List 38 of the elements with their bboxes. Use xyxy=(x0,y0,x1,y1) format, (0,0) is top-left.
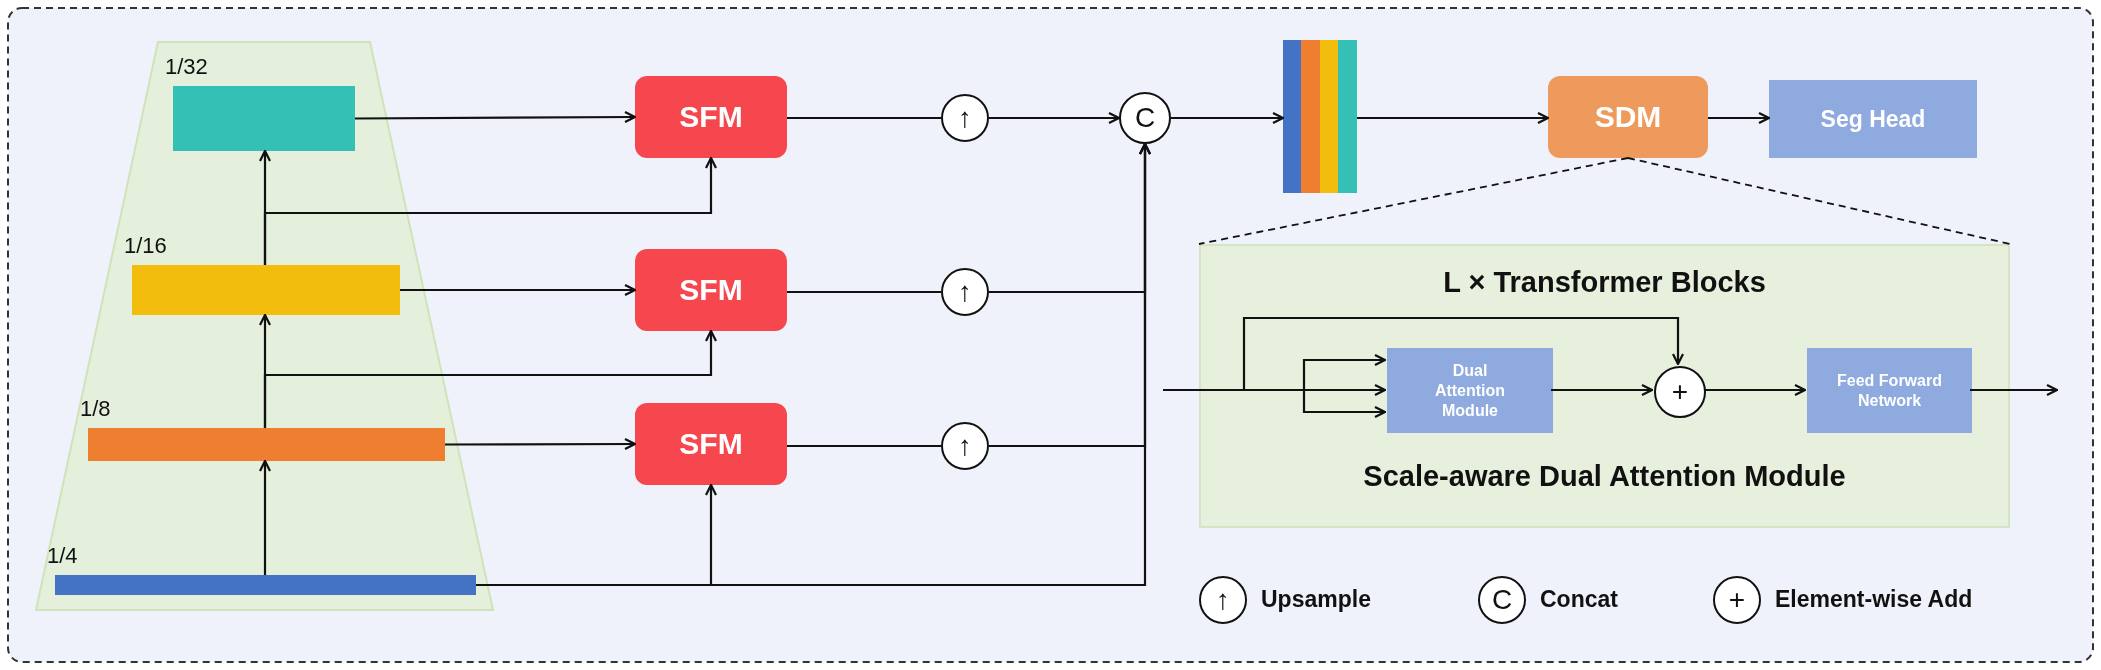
scale-label: 1/16 xyxy=(124,233,167,259)
legend-label: Element-wise Add xyxy=(1775,586,1973,613)
arrow xyxy=(989,111,1121,125)
arrow xyxy=(445,437,637,451)
arrow xyxy=(355,110,637,124)
dashed-zoom-line xyxy=(1627,157,2011,245)
process-box: Dual Attention Module xyxy=(1387,348,1553,433)
dashed-zoom-line xyxy=(1198,157,1629,245)
process-box: Feed Forward Network xyxy=(1807,348,1972,433)
module-box: SDM xyxy=(1548,76,1708,158)
connector-line xyxy=(787,290,941,294)
arrow xyxy=(989,142,1152,448)
legend-label: Upsample xyxy=(1261,586,1371,613)
arrow xyxy=(263,329,718,428)
arrow xyxy=(1171,111,1285,125)
arrow xyxy=(400,283,637,297)
connector-line xyxy=(787,116,941,120)
legend-label: Concat xyxy=(1540,586,1618,613)
arrow xyxy=(263,156,718,265)
arrow xyxy=(1551,383,1654,397)
feature-stack xyxy=(1283,40,1357,193)
operator-circle: + xyxy=(1654,366,1706,418)
scale-label: 1/4 xyxy=(47,543,78,569)
scale-label: 1/8 xyxy=(80,396,111,422)
scale-label: 1/32 xyxy=(165,54,208,80)
arrow xyxy=(1708,111,1771,125)
seg-head-box: Seg Head xyxy=(1769,80,1977,158)
arrow xyxy=(1357,111,1550,125)
arrow xyxy=(258,459,272,575)
module-box: SFM xyxy=(635,403,787,485)
panel-title: L × Transformer Blocks xyxy=(1442,266,1767,299)
transformer-panel xyxy=(1199,244,2010,528)
module-box: SFM xyxy=(635,76,787,158)
arrow xyxy=(1704,383,1807,397)
arrow xyxy=(1970,383,2059,397)
panel-caption: Scale-aware Dual Attention Module xyxy=(1362,460,1847,493)
connector-line xyxy=(787,444,941,448)
module-box: SFM xyxy=(635,249,787,331)
